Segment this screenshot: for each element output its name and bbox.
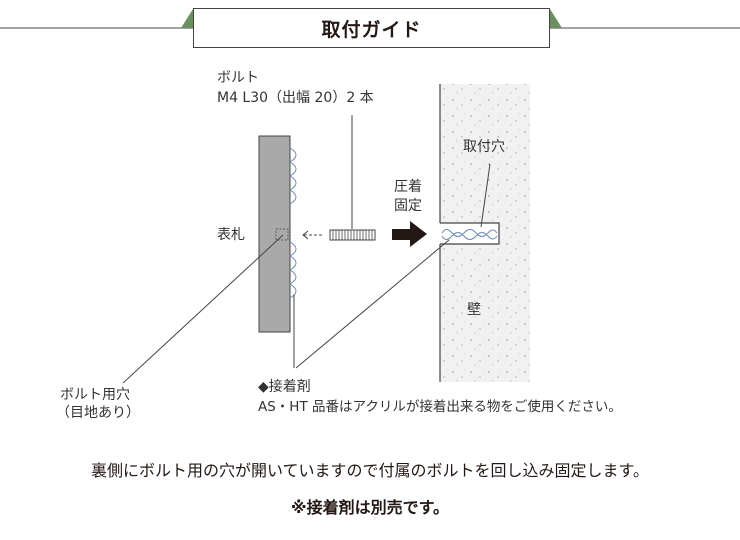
header-accent-right xyxy=(550,9,562,28)
footer-description: 裏側にボルト用の穴が開いていますので付属のボルトを回し込み固定します。 xyxy=(91,461,649,480)
mounting-hole xyxy=(440,222,500,245)
insert-arrow xyxy=(302,230,322,240)
press-label-line2: 固定 xyxy=(394,198,422,214)
hole-leader xyxy=(480,163,491,228)
hole-label: 取付穴 xyxy=(463,139,505,155)
bolt xyxy=(329,229,376,241)
adhesive-leader-wall xyxy=(295,239,450,369)
page-title: 取付ガイド xyxy=(193,8,550,48)
wall-label: 壁 xyxy=(467,302,481,318)
header-accent-left xyxy=(181,9,193,28)
bolt-title-label: ボルト xyxy=(217,70,259,86)
adhesive-title-label: ◆接着剤 xyxy=(258,379,311,395)
press-arrow xyxy=(392,221,427,247)
bolt-hole-label-line1: ボルト用穴 xyxy=(60,387,130,403)
footer-note: ※接着剤は別売です。 xyxy=(291,498,449,517)
nameplate xyxy=(258,135,297,333)
press-label-line1: 圧着 xyxy=(394,179,422,195)
bolt-spec-label: M4 L30（出幅 20）2 本 xyxy=(217,90,374,106)
adhesive-note: AS・HT 品番はアクリルが接着出来る物をご使用ください。 xyxy=(258,399,622,415)
plate-label: 表札 xyxy=(217,227,245,243)
bolt-hole-label-line2: （目地あり） xyxy=(56,405,140,421)
bolt-hole-leader xyxy=(122,234,284,384)
